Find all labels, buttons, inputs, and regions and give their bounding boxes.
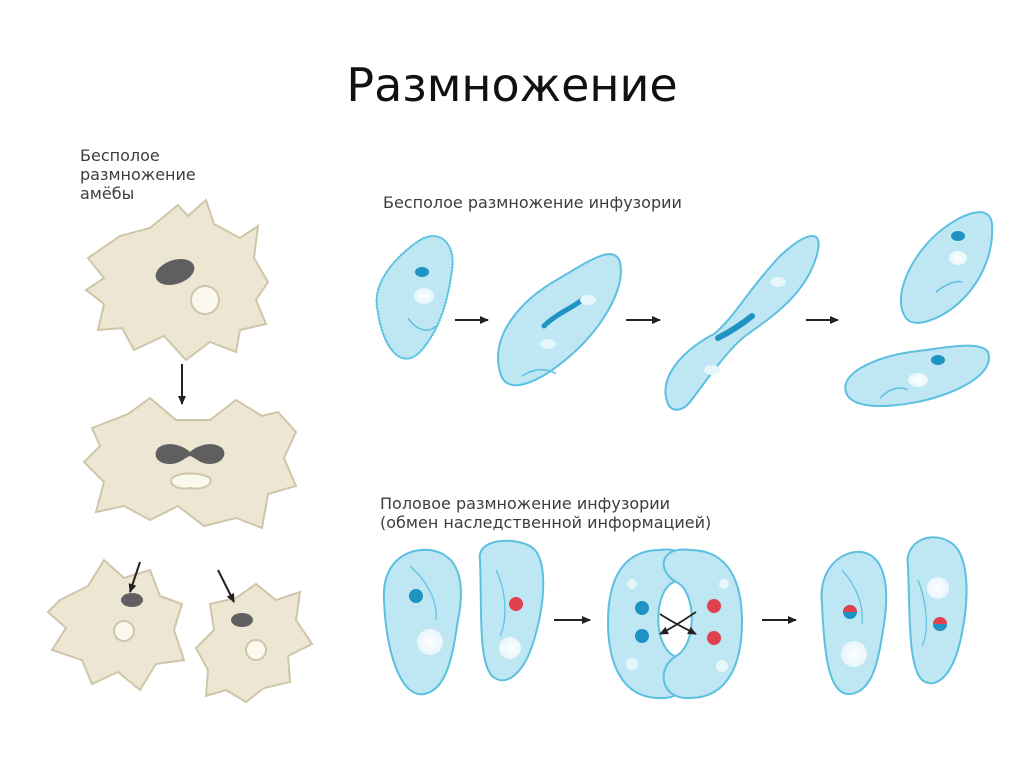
contractile-vacuole bbox=[113, 620, 135, 642]
oral-groove bbox=[879, 387, 909, 399]
food-vacuole bbox=[908, 373, 928, 387]
amoeba-nucleus bbox=[121, 593, 143, 607]
caption-amoeba-asexual: Бесполое размножение амёбы bbox=[80, 146, 196, 203]
vacuole bbox=[626, 658, 638, 670]
amoeba-daughter-right bbox=[194, 582, 314, 704]
food-vacuole bbox=[540, 339, 556, 349]
conjugating-partner-1 bbox=[382, 548, 462, 696]
food-vacuole bbox=[704, 365, 720, 375]
ciliate-body bbox=[478, 539, 545, 682]
contractile-vacuole bbox=[245, 639, 267, 661]
food-vacuole bbox=[499, 637, 521, 659]
conjugating-partner-2 bbox=[478, 539, 545, 682]
food-vacuole bbox=[580, 295, 596, 305]
amoeba-nucleus bbox=[231, 613, 253, 627]
food-vacuole bbox=[927, 577, 949, 599]
arrow-amoeba-left bbox=[128, 561, 141, 593]
ciliate-body bbox=[820, 550, 888, 696]
macronucleus bbox=[415, 267, 429, 277]
ciliate-body bbox=[497, 253, 622, 387]
vacuole bbox=[627, 579, 637, 589]
food-vacuole bbox=[841, 641, 867, 667]
macronucleus bbox=[951, 231, 965, 241]
food-vacuole bbox=[949, 251, 967, 265]
vacuole bbox=[716, 660, 728, 672]
oral-groove bbox=[409, 565, 437, 621]
micronucleus-blue bbox=[635, 629, 649, 643]
vacuole bbox=[719, 579, 729, 589]
exchange-arrow-1 bbox=[659, 613, 697, 635]
exconjugant-2 bbox=[906, 536, 968, 685]
ciliate-daughter-upper bbox=[900, 211, 994, 324]
ciliate-parent bbox=[375, 234, 454, 360]
amoeba-dividing bbox=[82, 396, 298, 530]
oral-groove bbox=[841, 569, 863, 625]
ciliate-body bbox=[906, 536, 968, 685]
micronucleus-blue-half bbox=[933, 624, 947, 631]
oral-groove bbox=[935, 280, 963, 293]
caption-ciliate-asexual: Бесполое размножение инфузории bbox=[383, 193, 682, 212]
ciliate-daughter-lower bbox=[844, 344, 990, 408]
amoeba-parent bbox=[84, 198, 270, 362]
arrow-amoeba-right bbox=[217, 569, 235, 603]
oral-groove bbox=[407, 317, 437, 331]
ciliate-elongating bbox=[497, 253, 622, 387]
macronucleus-dividing bbox=[715, 313, 755, 341]
micronucleus-blue bbox=[409, 589, 423, 603]
micronucleus-blue bbox=[635, 601, 649, 615]
ciliate-body bbox=[382, 548, 462, 696]
amoeba-nucleus bbox=[155, 259, 195, 285]
ciliate-body bbox=[900, 211, 994, 324]
food-vacuole bbox=[417, 629, 443, 655]
macronucleus-elongated bbox=[541, 297, 585, 329]
oral-groove bbox=[521, 369, 557, 377]
conjugation-pair bbox=[606, 548, 744, 700]
oral-groove bbox=[495, 569, 506, 637]
amoeba-nucleus-dividing bbox=[155, 444, 225, 464]
contractile-vacuole bbox=[170, 472, 212, 490]
macronucleus bbox=[931, 355, 945, 365]
amoeba-body bbox=[82, 396, 298, 530]
amoeba-daughter-left bbox=[46, 558, 186, 692]
caption-ciliate-sexual: Половое размножение инфузории (обмен нас… bbox=[380, 494, 712, 532]
food-vacuole bbox=[770, 277, 786, 287]
micronucleus-red bbox=[707, 631, 721, 645]
micronucleus-red bbox=[509, 597, 523, 611]
ciliate-membrane bbox=[375, 235, 454, 360]
micronucleus-red-half bbox=[843, 605, 857, 612]
food-vacuole bbox=[414, 288, 434, 304]
ciliate-dividing bbox=[664, 235, 820, 411]
slide-title: Размножение bbox=[346, 58, 678, 112]
micronucleus-red bbox=[707, 599, 721, 613]
exconjugant-1 bbox=[820, 550, 888, 696]
contractile-vacuole bbox=[190, 285, 220, 315]
exchange-arrow-2 bbox=[659, 611, 697, 635]
oral-groove bbox=[917, 579, 927, 647]
